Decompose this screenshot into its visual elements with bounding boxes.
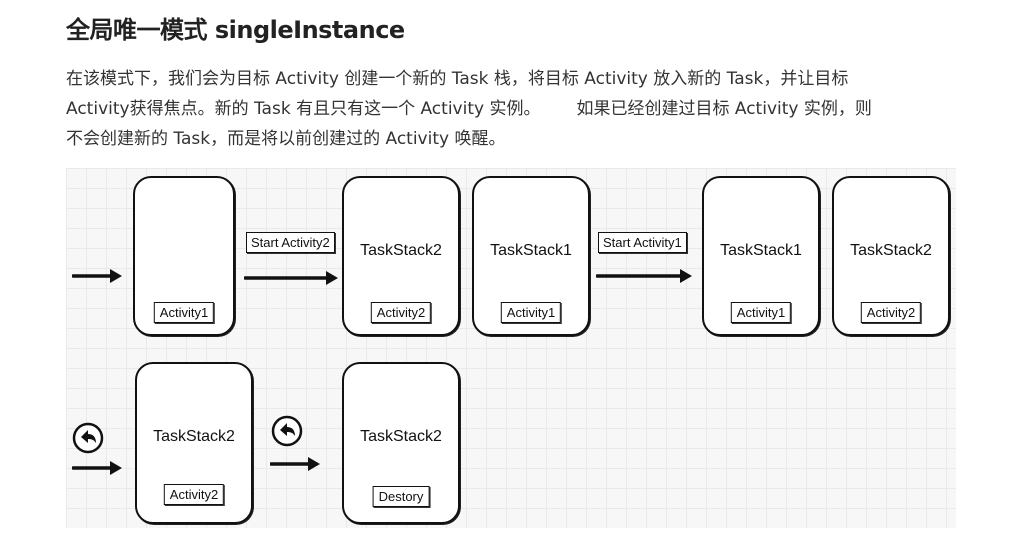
paragraph-line-2: Activity获得焦点。新的 Task 有且只有这一个 Activity 实例… [66,94,966,124]
task-stack-label: TaskStack1 [720,242,802,259]
singleinstance-diagram: Activity1 Start Activity2 TaskStack2 Act… [66,168,956,528]
phone-taskstack2: TaskStack2 Destory [342,362,460,524]
task-stack-label: TaskStack2 [360,428,442,445]
arrow-right-icon [72,461,122,475]
activity-chip: Activity1 [730,302,792,323]
transition-label: Start Activity1 [598,232,687,253]
arrow-right-icon [72,269,122,283]
arrow-right-icon [596,269,692,283]
arrow-right-icon [270,457,320,471]
paragraph-line-1: 在该模式下，我们会为目标 Activity 创建一个新的 Task 栈，将目标 … [66,69,849,89]
phone-taskstack1: TaskStack1 Activity1 [472,176,590,336]
arrow-right-icon [244,271,338,285]
activity-chip: Activity1 [500,302,562,323]
page-title: 全局唯一模式 singleInstance [66,16,405,44]
description-paragraph: 在该模式下，我们会为目标 Activity 创建一个新的 Task 栈，将目标 … [66,64,966,154]
task-stack-label: TaskStack2 [153,428,235,445]
activity-chip: Activity1 [153,302,215,323]
phone-taskstack2: TaskStack2 Activity2 [832,176,950,336]
phone-empty: Activity1 [133,176,235,336]
phone-taskstack2: TaskStack2 Activity2 [342,176,460,336]
activity-chip: Activity2 [163,484,225,505]
task-stack-label: TaskStack1 [490,242,572,259]
paragraph-line-2a: Activity获得焦点。新的 Task 有且只有这一个 Activity 实例… [66,99,541,119]
task-stack-label: TaskStack2 [360,242,442,259]
activity-chip: Destory [372,486,430,507]
task-stack-label: TaskStack2 [850,242,932,259]
phone-taskstack2: TaskStack2 Activity2 [135,362,253,524]
phone-taskstack1: TaskStack1 Activity1 [702,176,820,336]
activity-chip: Activity2 [860,302,922,323]
paragraph-line-3: 不会创建新的 Task，而是将以前创建过的 Activity 唤醒。 [66,129,506,149]
paragraph-line-2b: 如果已经创建过目标 Activity 实例，则 [576,99,872,119]
transition-label: Start Activity2 [246,232,335,253]
back-icon [271,415,303,447]
activity-chip: Activity2 [370,302,432,323]
back-icon [72,422,104,454]
